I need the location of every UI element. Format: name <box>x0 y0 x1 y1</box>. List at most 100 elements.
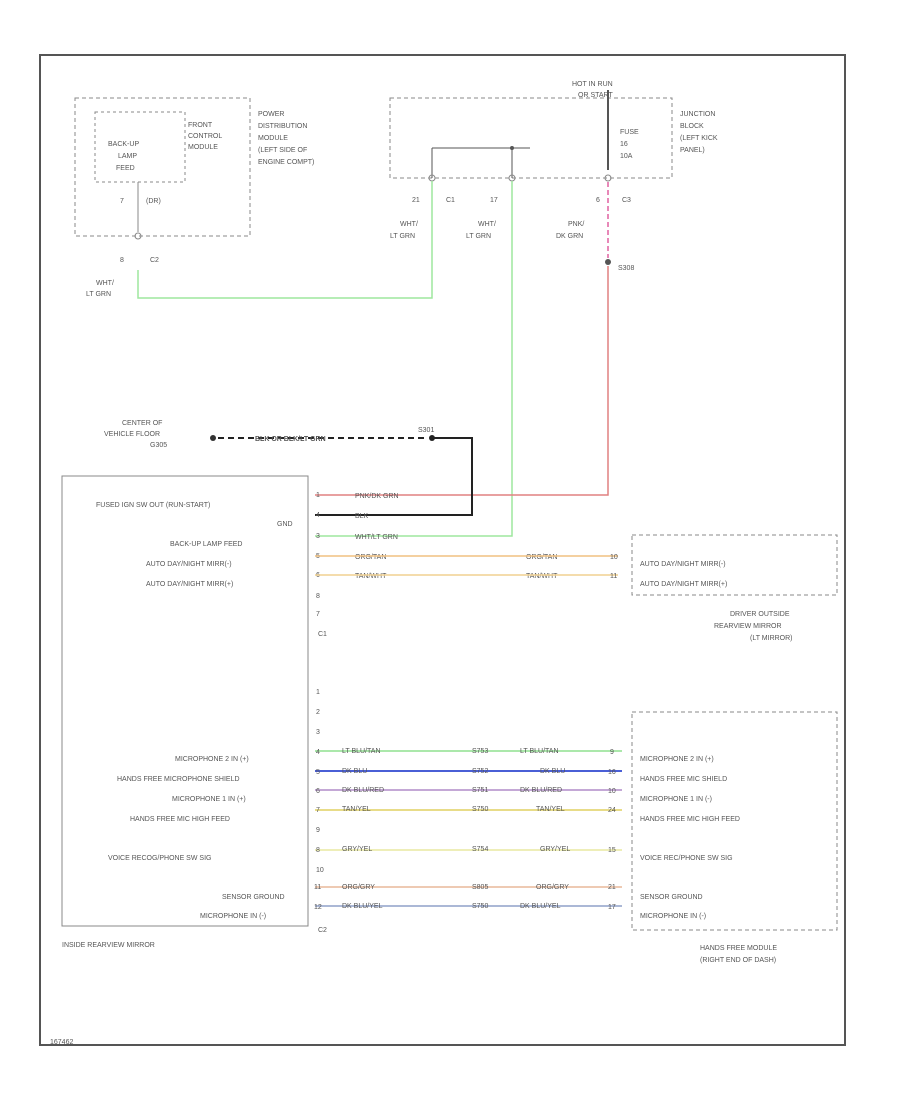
ground-label-2: VEHICLE FLOOR <box>104 431 160 438</box>
c2-wire: DK BLU/RED <box>342 787 384 794</box>
c2-splice: S752 <box>472 768 488 775</box>
c2-pin: 7 <box>316 807 320 814</box>
c2-pin: 1 <box>316 689 320 696</box>
dm-label: AUTO DAY/NIGHT MIRR(+) <box>640 581 727 588</box>
jb-pin-17: 17 <box>490 197 498 204</box>
dm-name-1: DRIVER OUTSIDE <box>730 611 790 618</box>
hf-name-2: (RIGHT END OF DASH) <box>700 957 776 964</box>
c2-row: MICROPHONE 1 IN (+) 6 DK BLU/RED S751 DK… <box>172 787 712 803</box>
hf-pin: 21 <box>608 884 616 891</box>
jb-name-3: (LEFT KICK <box>680 135 718 142</box>
c2-wire2: LT BLU/TAN <box>520 748 559 755</box>
c2-wire2: ORG/GRY <box>536 884 569 891</box>
ground: CENTER OF VEHICLE FLOOR G305 BLK OR BLK/… <box>104 420 473 516</box>
jb-hot-label-2: OR START <box>578 92 613 99</box>
jb-conn-c3: C3 <box>622 197 631 204</box>
c2-wire: LT BLU/TAN <box>342 748 381 755</box>
c2-label: HANDS FREE MIC HIGH FEED <box>130 816 230 823</box>
pdm-name-3: MODULE <box>258 135 288 142</box>
fcm-label-3: MODULE <box>188 144 218 151</box>
hf-label: MICROPHONE IN (-) <box>640 913 706 920</box>
c1-label: FUSED IGN SW OUT (RUN-START) <box>96 502 210 509</box>
c1-pin: 7 <box>316 611 320 618</box>
pdm-name-1: POWER <box>258 111 284 118</box>
c2-wire: DK BLU <box>342 768 367 775</box>
jb-name-2: BLOCK <box>680 123 704 130</box>
jb-pin-6: 6 <box>596 197 600 204</box>
mirror-c2: C2 <box>318 927 327 934</box>
fcm-label-1: FRONT <box>188 122 213 129</box>
pdm-name-5: ENGINE COMPT) <box>258 159 314 166</box>
c2-wire: ORG/GRY <box>342 884 375 891</box>
hf-pin: 17 <box>608 904 616 911</box>
jb-wire-c-2: DK GRN <box>556 233 583 240</box>
c1-row: BACK-UP LAMP FEED 3 WHT/LT GRN <box>170 533 398 548</box>
jb-name-1: JUNCTION <box>680 111 715 118</box>
hf-pin: 9 <box>610 749 614 756</box>
c2-pin: 9 <box>316 827 320 834</box>
c2-splice: S754 <box>472 846 488 853</box>
c1-wire: ORG/TAN <box>355 554 386 561</box>
c2-row: HANDS FREE MIC HIGH FEED 7 TAN/YEL S750 … <box>130 806 740 823</box>
c2-wire2: DK BLU/YEL <box>520 903 561 910</box>
c2-wire2: TAN/YEL <box>536 806 565 813</box>
hf-label: HANDS FREE MIC HIGH FEED <box>640 816 740 823</box>
c1-label: GND <box>277 521 293 528</box>
c2-splice: S750 <box>472 903 488 910</box>
ground-label-3: G305 <box>150 442 167 449</box>
c2-row: MICROPHONE 2 IN (+) 4 LT BLU/TAN S753 LT… <box>175 748 714 763</box>
c1-row: FUSED IGN SW OUT (RUN-START) 1 PNK/DK GR… <box>96 492 399 509</box>
c2-splice: S805 <box>472 884 488 891</box>
pdm-pin-top-label: (DR) <box>146 198 161 205</box>
c2-pin: 10 <box>316 867 324 874</box>
c1-wire: WHT/LT GRN <box>355 534 398 541</box>
c2-label: MICROPHONE 2 IN (+) <box>175 756 249 763</box>
c1-label: BACK-UP LAMP FEED <box>170 541 243 548</box>
c2-wire2: DK BLU/RED <box>520 787 562 794</box>
c2-row: HANDS FREE MICROPHONE SHIELD 5 DK BLU S7… <box>117 768 727 783</box>
jb-hot-label-1: HOT IN RUN <box>572 81 613 88</box>
c2-pin: 6 <box>316 788 320 795</box>
hf-pin: 16 <box>608 769 616 776</box>
dm-pin: 10 <box>610 554 618 561</box>
jb-conn-c1: C1 <box>446 197 455 204</box>
dm-name-3: (LT MIRROR) <box>750 635 793 642</box>
ground-wire-label: BLK OR BLK/LT GRN <box>255 436 326 443</box>
diagram-frame <box>39 54 846 1046</box>
ground-label-1: CENTER OF <box>122 420 162 427</box>
top-wires <box>137 181 609 537</box>
hf-name-1: HANDS FREE MODULE <box>700 945 777 952</box>
hf-pin: 15 <box>608 847 616 854</box>
c2-splice: S753 <box>472 748 488 755</box>
c2-label: MICROPHONE 1 IN (+) <box>172 796 246 803</box>
c1-pin: 4 <box>316 512 320 519</box>
c1-pin: 8 <box>316 593 320 600</box>
c1-wire-right: TAN/WHT <box>526 573 558 580</box>
c1-wire: BLK <box>355 513 369 520</box>
pdm-wire-label-2: LT GRN <box>86 291 111 298</box>
c2-splice: S751 <box>472 787 488 794</box>
pdm-pin-bottom: 8 <box>120 257 124 264</box>
pdm-name-2: DISTRIBUTION <box>258 123 307 130</box>
c2-label: SENSOR GROUND <box>222 894 285 901</box>
c1-pin: 1 <box>316 492 320 499</box>
dm-name-2: REARVIEW MIRROR <box>714 623 782 630</box>
c2-wire: DK BLU/YEL <box>342 903 383 910</box>
c1-pin: 3 <box>316 533 320 540</box>
mirror-name: INSIDE REARVIEW MIRROR <box>62 942 155 949</box>
jb-wire-a-2: LT GRN <box>390 233 415 240</box>
c2-pin: 12 <box>314 904 322 911</box>
c2-label: MICROPHONE IN (-) <box>200 913 266 920</box>
c1-wire: PNK/DK GRN <box>355 493 399 500</box>
c2-row: MICROPHONE IN (-) 12 DK BLU/YEL S750 DK … <box>200 903 706 920</box>
ground-splice: S301 <box>418 427 434 434</box>
jb-wire-b-2: LT GRN <box>466 233 491 240</box>
dm-label: AUTO DAY/NIGHT MIRR(-) <box>640 561 726 568</box>
driver-outside-mirror: 10 AUTO DAY/NIGHT MIRR(-) 11 AUTO DAY/NI… <box>610 534 838 642</box>
driver-mirror-wires <box>315 555 618 576</box>
power-distribution-module: BACK-UP LAMP FEED FRONT CONTROL MODULE P… <box>74 97 314 298</box>
pdm-wire-label-1: WHT/ <box>96 280 114 287</box>
jb-fuse-1: FUSE <box>620 129 639 136</box>
mirror-c1-pins: FUSED IGN SW OUT (RUN-START) 1 PNK/DK GR… <box>96 492 558 618</box>
dm-pin: 11 <box>610 573 617 580</box>
